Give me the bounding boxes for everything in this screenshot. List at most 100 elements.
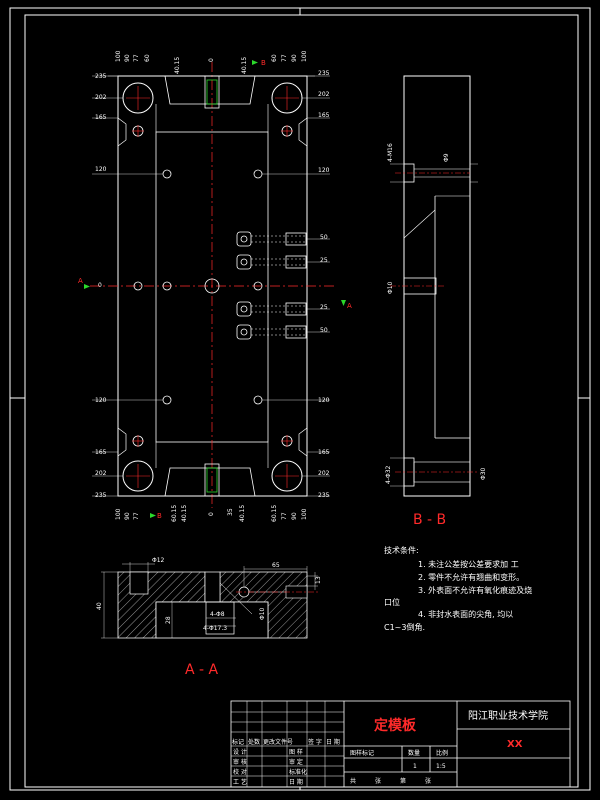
tech-note-line: 3. 外表面不允许有氧化痕迹及烧 xyxy=(418,585,532,595)
pin-hole xyxy=(253,395,263,405)
dim-bottom: 60.15 xyxy=(171,505,178,522)
sheet-label: 第 xyxy=(400,777,406,785)
tech-note-line: 1. 未注公差按公差要求加 工 xyxy=(418,559,519,569)
dim-left: 235 xyxy=(95,73,107,80)
dim-port: 25 xyxy=(320,257,328,264)
bb-dim-mid: Φ10 xyxy=(387,281,394,294)
aa-dim-phi10: Φ10 xyxy=(259,607,266,620)
dim-bottom: 0 xyxy=(208,512,215,516)
dim-top: 77 xyxy=(281,54,288,62)
right-boss-bottom xyxy=(298,427,308,457)
screw-crosses xyxy=(126,86,299,488)
tech-notes: 技术条件: 1. 未注公差按公差要求加 工 2. 零件不允许有翘曲和变形。 3.… xyxy=(384,545,532,632)
bb-dim-top: 4-M16 xyxy=(387,143,394,162)
dim-bottom: 100 xyxy=(115,508,122,520)
section-markers: A A B B xyxy=(78,59,352,520)
dim-top: 60 xyxy=(271,54,278,62)
dim-right: 202 xyxy=(318,470,330,477)
dim-bottom: 77 xyxy=(281,512,288,520)
dim-extension-lines xyxy=(92,75,330,497)
pin-hole xyxy=(253,281,263,291)
dim-top: 100 xyxy=(301,50,308,62)
bb-dim-dia-bottom: Φ30 xyxy=(480,467,487,480)
role-label-2: 图 样 xyxy=(289,748,303,756)
role-label-2: 标准化 xyxy=(289,768,307,776)
section-bb-title: B - B xyxy=(413,512,446,528)
pin-hole xyxy=(133,281,143,291)
dim-bottom: 77 xyxy=(133,512,140,520)
bb-dim-bottom: 4-Φ32 xyxy=(385,465,392,484)
aa-dim-28: 28 xyxy=(165,616,172,624)
dim-port: 25 xyxy=(320,304,328,311)
dim-top: 40.15 xyxy=(174,57,181,74)
dim-right: 120 xyxy=(318,397,330,404)
bb-outline xyxy=(403,75,471,497)
dim-bottom: 35 xyxy=(227,508,234,516)
dim-bottom: 60.15 xyxy=(271,505,278,522)
marker-b-bottom: B xyxy=(157,512,162,520)
inner-border xyxy=(24,14,579,788)
guide-bushes xyxy=(122,82,303,492)
role-label-2: 审 定 xyxy=(289,758,303,766)
rev-header: 标记 xyxy=(232,738,244,746)
left-boss-bottom xyxy=(117,427,127,457)
rev-header: 签 字 xyxy=(308,738,322,746)
aa-left-bore xyxy=(129,571,149,595)
slot-bottom xyxy=(204,463,220,497)
marker-a-left: A xyxy=(78,277,83,285)
port-1 xyxy=(236,231,252,247)
sheet-label: 共 xyxy=(350,777,356,785)
aa-dim-40: 40 xyxy=(96,602,103,610)
title-block-text: 定模板 阳江职业技术学院 XX 图样标记 数量 比例 1 1:5 共 张 第 张… xyxy=(232,709,548,786)
dim-top: 100 xyxy=(115,50,122,62)
aa-dim-phi12: Φ12 xyxy=(152,557,165,564)
role-label: 设 计 xyxy=(233,748,247,756)
rev-header: 更改文件号 xyxy=(263,738,293,746)
tech-note-line: C1~3倒角. xyxy=(384,622,425,632)
marker-a-right: A xyxy=(347,302,352,310)
role-label: 审 核 xyxy=(233,758,247,766)
dim-left: 235 xyxy=(95,492,107,499)
dim-top: 90 xyxy=(291,54,298,62)
dim-left: 120 xyxy=(95,397,107,404)
dim-right: 202 xyxy=(318,91,330,98)
col-header: 比例 xyxy=(436,749,448,757)
pin-hole xyxy=(162,169,172,179)
col-header: 数量 xyxy=(408,749,420,757)
dim-right: 120 xyxy=(318,167,330,174)
port-2 xyxy=(236,254,252,270)
title-block xyxy=(230,700,571,788)
role-label: 校 对 xyxy=(233,768,247,776)
top-dims: 100 90 77 60 40.15 0 40.15 60 77 90 100 xyxy=(115,50,308,74)
drawing-number: XX xyxy=(507,739,523,750)
slot-top-insert xyxy=(206,79,218,105)
dim-bottom: 100 xyxy=(301,508,308,520)
dim-right: 165 xyxy=(318,449,330,456)
dim-right: 165 xyxy=(318,112,330,119)
quantity: 1 xyxy=(413,763,417,770)
tech-note-line: 2. 零件不允许有翘曲和变形。 xyxy=(418,572,524,582)
school-name: 阳江职业技术学院 xyxy=(468,709,548,722)
right-dims: 235 202 165 120 120 165 202 235 50 25 25… xyxy=(318,70,330,499)
tech-note-line: 4. 非封水表面的尖角, 均以 xyxy=(418,609,513,619)
port-3 xyxy=(236,301,252,317)
dim-left: 202 xyxy=(95,470,107,477)
left-boss-top xyxy=(117,117,127,147)
dim-top: 90 xyxy=(124,54,131,62)
section-aa-title: A - A xyxy=(185,662,219,678)
plan-view: 100 90 77 60 40.15 0 40.15 60 77 90 100 … xyxy=(78,50,352,522)
bb-dim-dia-top: Φ9 xyxy=(443,153,450,162)
scale: 1:5 xyxy=(436,763,446,770)
bottom-dims: 100 90 77 60.15 40.15 0 35 40.15 60.15 7… xyxy=(115,505,308,522)
dim-bottom: 40.15 xyxy=(181,505,188,522)
dim-top: 60 xyxy=(144,54,151,62)
dim-top: 77 xyxy=(133,54,140,62)
tech-notes-title: 技术条件: xyxy=(384,545,419,555)
aa-pocket xyxy=(155,601,269,639)
dim-top: 0 xyxy=(208,58,215,62)
cooling-ports xyxy=(236,231,307,340)
aa-mid-bore xyxy=(204,571,221,603)
dim-left: 165 xyxy=(95,114,107,121)
dim-port: 50 xyxy=(320,234,328,241)
aa-dim-65: 65 xyxy=(272,562,280,569)
